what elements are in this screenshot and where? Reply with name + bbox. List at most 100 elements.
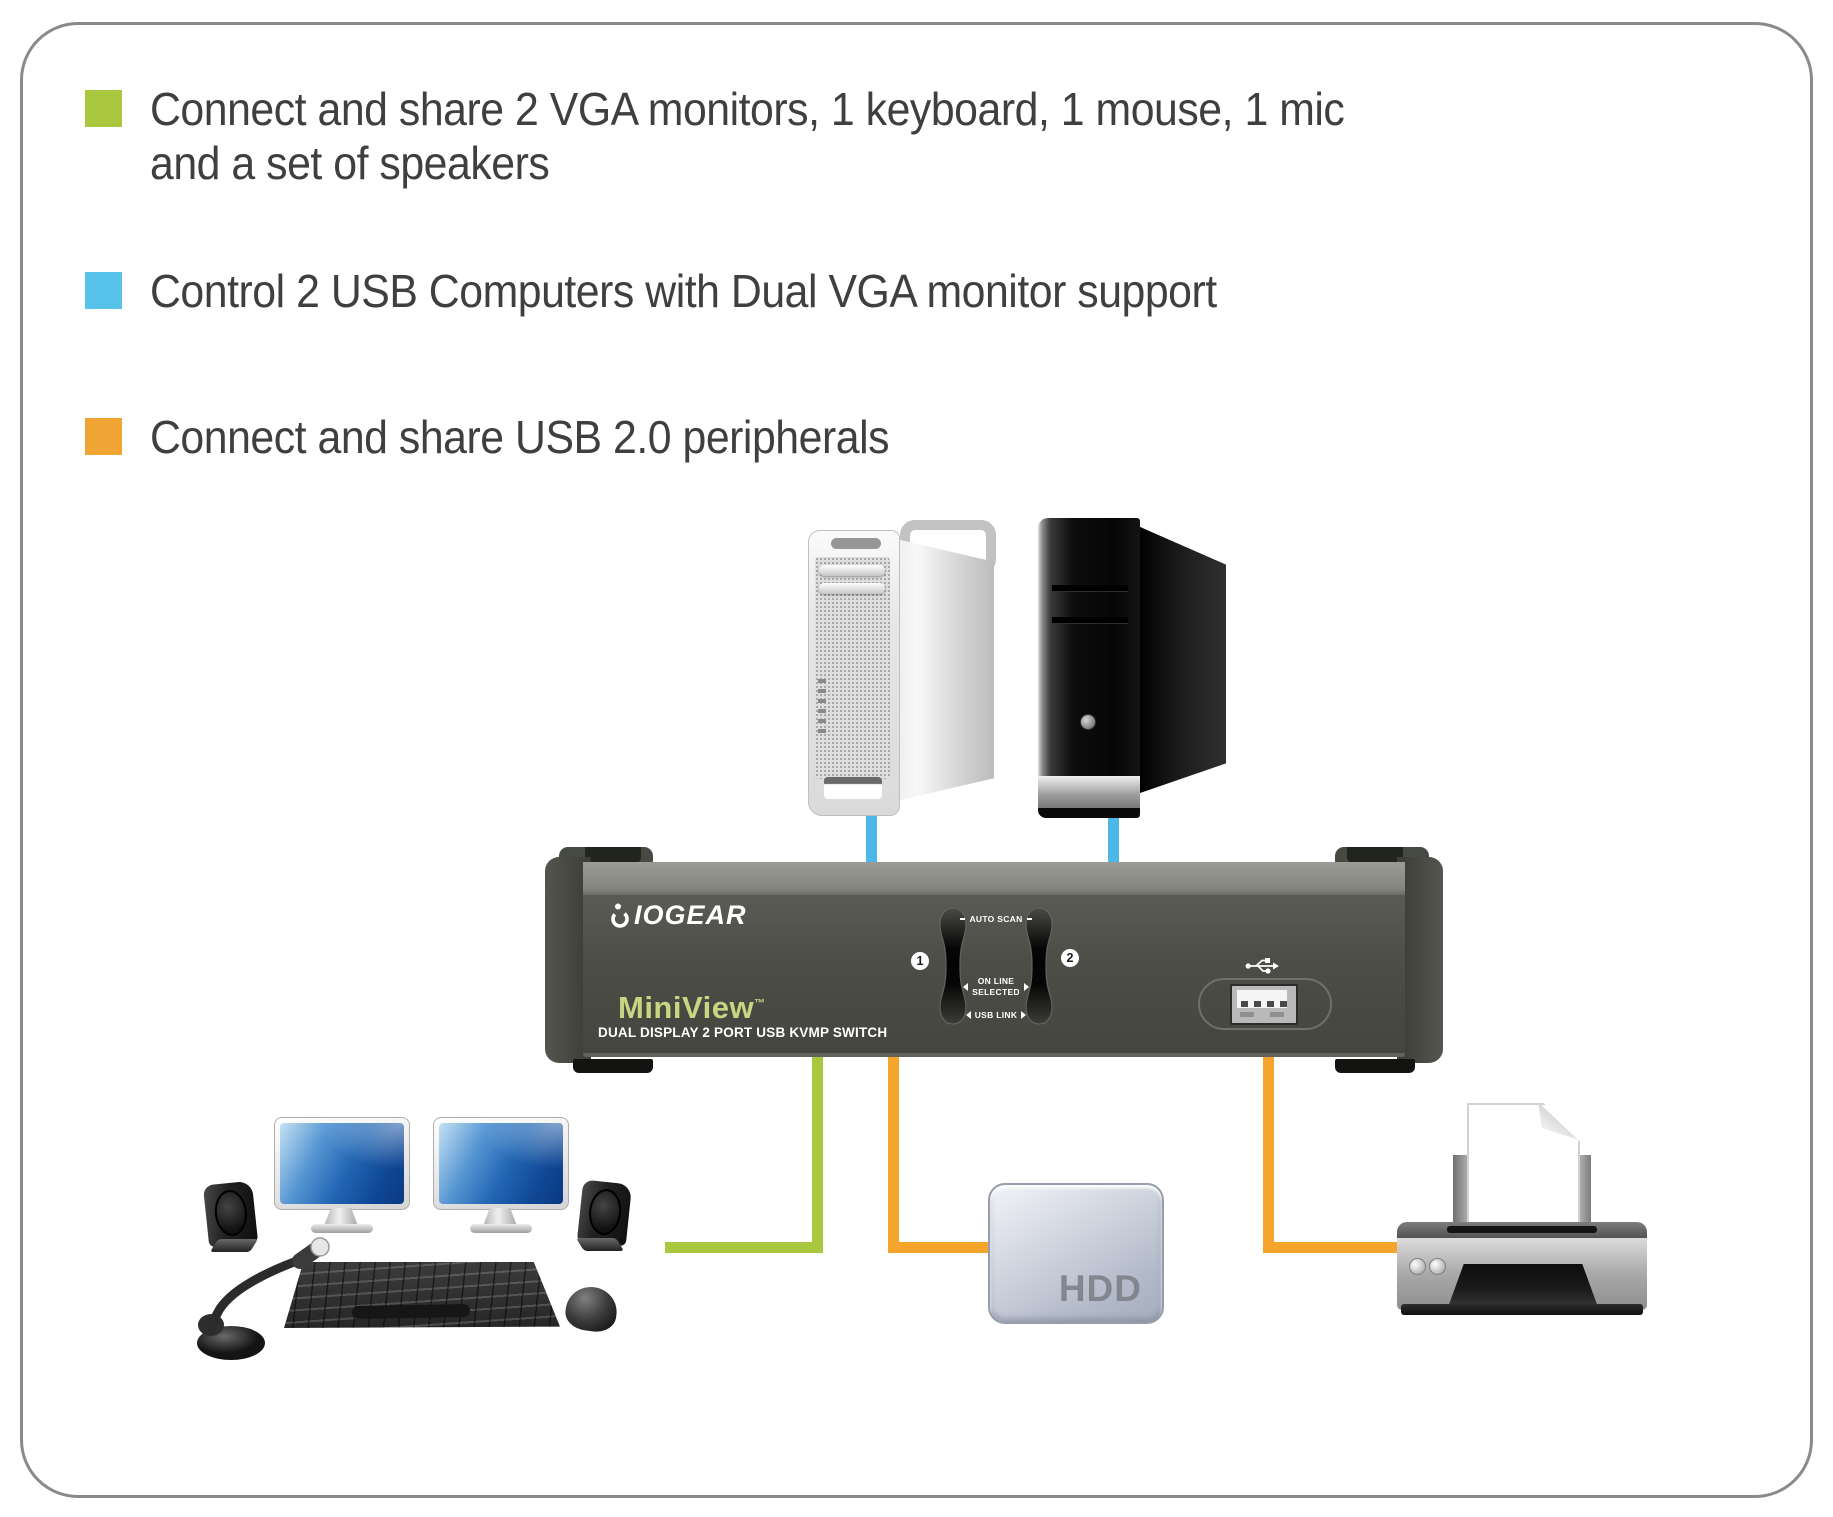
- switch-body: IOGEAR MiniView™ DUAL DISPLAY 2 PORT USB…: [583, 862, 1405, 1060]
- switch-foot-right: [1335, 1059, 1415, 1073]
- tower-front-panel: [1038, 518, 1140, 818]
- monitor-base: [311, 1224, 373, 1233]
- switch-top-surface: [583, 862, 1405, 895]
- on-line-text: ON LINE: [977, 976, 1015, 986]
- mic-gooseneck: [206, 1252, 313, 1333]
- usb-pin: [1267, 1001, 1274, 1007]
- tower-side-panel: [1138, 526, 1226, 794]
- dash-icon: [1026, 918, 1032, 920]
- monitor-base: [470, 1224, 532, 1233]
- printer: [1395, 1100, 1653, 1322]
- model-text: MiniView: [618, 990, 755, 1025]
- printer-paper: [1467, 1103, 1580, 1232]
- usb-port-tongue: [1237, 990, 1287, 1008]
- tower-handle-slot: [831, 538, 881, 549]
- right-arrow-icon: [1023, 983, 1029, 991]
- auto-scan-label: AUTO SCAN: [960, 914, 1032, 924]
- monitor-neck: [324, 1208, 358, 1226]
- cable-orange-hdd-vertical: [888, 1040, 899, 1253]
- printer-paper-guide-left: [1453, 1155, 1469, 1227]
- usb-port-bezel: [1198, 978, 1332, 1030]
- bullet-square-green: [85, 90, 122, 127]
- trademark-symbol: ™: [754, 997, 766, 1010]
- hdd-box: HDD: [988, 1183, 1164, 1324]
- cable-orange-printer-vertical: [1263, 1015, 1274, 1253]
- optical-drive-slot: [1052, 617, 1128, 623]
- printer-button: [1429, 1258, 1446, 1275]
- speaker-body: [576, 1179, 633, 1247]
- printer-output-tray: [1447, 1264, 1599, 1310]
- tower-base-band: [1038, 776, 1140, 808]
- left-arrow-icon: [963, 983, 969, 991]
- port-number-2: 2: [1061, 949, 1079, 967]
- printer-button: [1409, 1258, 1426, 1275]
- left-arrow-icon: [965, 1011, 971, 1019]
- auto-scan-text: AUTO SCAN: [969, 914, 1023, 924]
- iogear-logo: IOGEAR: [610, 900, 747, 931]
- usb-port: [1230, 984, 1298, 1025]
- cable-green-vertical: [812, 1040, 823, 1253]
- dash-icon: [960, 918, 966, 920]
- feature-text-3: Connect and share USB 2.0 peripherals: [150, 411, 890, 463]
- printer-body: [1397, 1222, 1647, 1310]
- ear-notch: [1347, 847, 1403, 863]
- optical-drive-slot: [819, 583, 885, 594]
- ear-notch: [585, 847, 641, 863]
- tower-mesh-grille: [815, 557, 890, 779]
- monitor-1: [274, 1117, 410, 1233]
- cable-orange-hdd-horizontal: [888, 1242, 1000, 1253]
- switch-front-face: [583, 895, 1405, 1057]
- monitor-neck: [483, 1208, 517, 1226]
- tower-side-panel: [892, 538, 994, 802]
- usb-tab: [1240, 1012, 1254, 1017]
- speaker-stand: [575, 1238, 625, 1251]
- printer-feed-slot: [1447, 1226, 1597, 1233]
- optical-drive-slot: [1052, 585, 1128, 591]
- mic-capsule: [310, 1237, 330, 1257]
- keyboard-spacebar: [351, 1303, 471, 1320]
- port-number-1: 1: [911, 952, 929, 970]
- monitor-screen: [439, 1123, 563, 1204]
- computer-tower-black: [1038, 512, 1228, 818]
- feature-text-2: Control 2 USB Computers with Dual VGA mo…: [150, 265, 1217, 317]
- iogear-logo-icon: [611, 903, 629, 928]
- front-ports: [818, 679, 826, 737]
- speaker-driver: [586, 1187, 624, 1237]
- power-button-icon: [1080, 714, 1096, 730]
- usb-pin: [1241, 1001, 1248, 1007]
- printer-base: [1401, 1304, 1643, 1315]
- usb-link-text: USB LINK: [974, 1010, 1018, 1020]
- on-line-selected-label: ON LINE SELECTED: [960, 976, 1032, 998]
- selected-text: SELECTED: [972, 987, 1020, 997]
- usb-tab: [1270, 1012, 1284, 1017]
- cable-blue-computer-2: [1108, 795, 1119, 900]
- hdd-label: HDD: [1058, 1268, 1142, 1309]
- switch-foot-left: [573, 1059, 653, 1073]
- computer-tower-silver: [808, 518, 998, 818]
- right-arrow-icon: [1021, 1011, 1027, 1019]
- microphone: [197, 1237, 330, 1360]
- port-select-button-1: [939, 907, 967, 1025]
- usb-icon: [1245, 958, 1279, 974]
- optical-drive-slot: [819, 565, 885, 576]
- speaker-right: [575, 1179, 633, 1251]
- tower-front-panel: [808, 530, 900, 816]
- usb-pin: [1254, 1001, 1261, 1007]
- tower-base-lip: [1038, 808, 1140, 818]
- monitor-2: [433, 1117, 569, 1233]
- model-name: MiniView™: [618, 990, 766, 1026]
- cable-green-horizontal: [665, 1242, 823, 1253]
- brand-name: IOGEAR: [634, 900, 747, 930]
- rounded-frame-border: [20, 22, 1813, 1498]
- usb-link-label: USB LINK: [960, 1010, 1032, 1020]
- monitor-bezel: [274, 1117, 410, 1210]
- bullet-square-blue: [85, 272, 122, 309]
- monitor-screen: [280, 1123, 404, 1204]
- cable-blue-computer-1: [866, 790, 877, 900]
- tower-bottom-vent: [824, 777, 882, 799]
- kvm-switch: IOGEAR MiniView™ DUAL DISPLAY 2 PORT USB…: [545, 845, 1443, 1077]
- model-subtitle: DUAL DISPLAY 2 PORT USB KVMP SWITCH: [598, 1025, 888, 1040]
- port-select-button-2: [1025, 907, 1053, 1025]
- bullet-square-orange: [85, 418, 122, 455]
